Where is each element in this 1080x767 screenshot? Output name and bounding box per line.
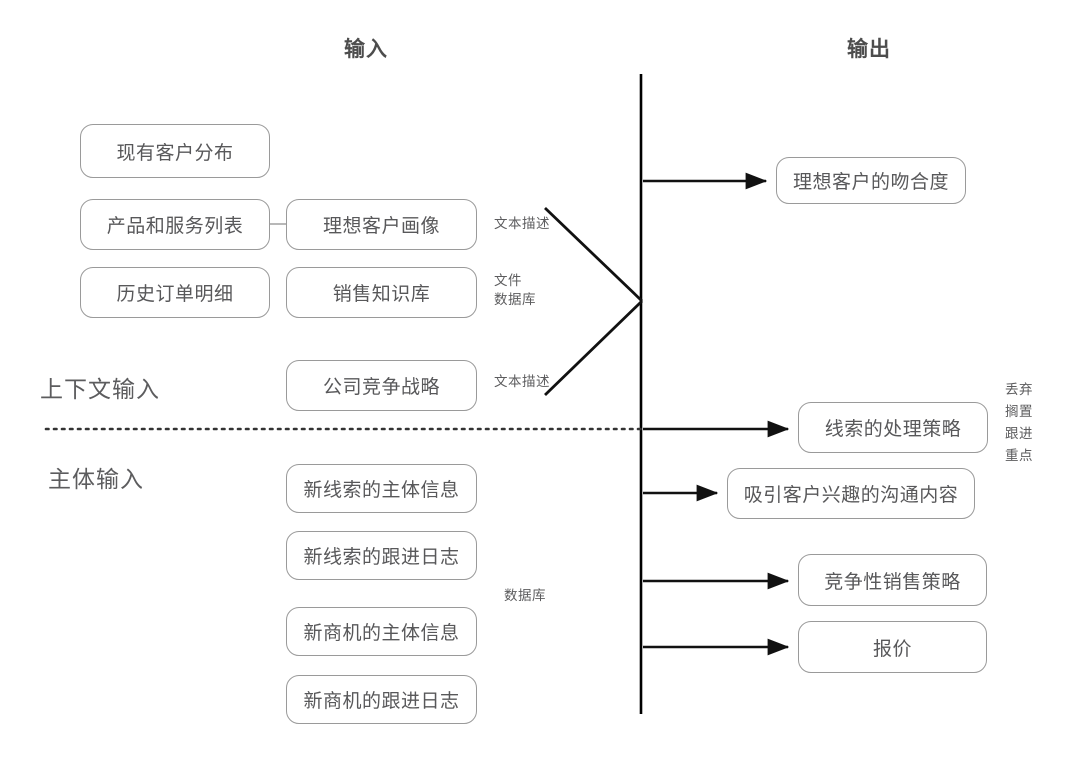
- node-label: 新商机的主体信息: [303, 623, 460, 644]
- input-node-existing-customer-distribution[interactable]: 现有客户分布: [80, 124, 270, 178]
- input-node-company-competitive-strategy[interactable]: 公司竞争战略: [286, 360, 477, 411]
- node-label: 新商机的跟进日志: [303, 691, 460, 712]
- node-label: 线索的处理策略: [824, 419, 962, 440]
- output-note-item-shelve: 搁置: [1005, 404, 1033, 419]
- output-note-stack: 丢弃 搁置 跟进 重点: [1005, 379, 1033, 467]
- node-label: 竞争性销售策略: [824, 571, 961, 593]
- output-node-competitive-sales-strategy[interactable]: 竞争性销售策略: [798, 554, 987, 606]
- subject-node-new-lead-entity-info[interactable]: 新线索的主体信息: [286, 464, 477, 513]
- node-label: 理想客户的吻合度: [792, 172, 949, 193]
- node-label: 吸引客户兴趣的沟通内容: [743, 485, 959, 506]
- node-label: 公司竞争战略: [322, 377, 440, 398]
- output-note-item-priority: 重点: [1005, 448, 1033, 463]
- annotation-text-description-1: 文本描述: [494, 216, 550, 231]
- node-label: 现有客户分布: [116, 142, 234, 164]
- input-node-product-service-list[interactable]: 产品和服务列表: [80, 199, 270, 250]
- annotation-file-database: 文件 数据库: [494, 273, 536, 307]
- column-title-output: 输出: [847, 38, 891, 61]
- output-note-item-discard: 丢弃: [1005, 382, 1033, 397]
- annotation-text-description-2: 文本描述: [494, 374, 550, 389]
- output-note-item-followup: 跟进: [1005, 426, 1033, 441]
- converge-line-top: [544, 206, 643, 303]
- output-node-customer-interest-communication[interactable]: 吸引客户兴趣的沟通内容: [727, 468, 975, 519]
- output-node-lead-handling-strategy[interactable]: 线索的处理策略: [798, 402, 988, 453]
- subject-node-new-opportunity-entity-info[interactable]: 新商机的主体信息: [286, 607, 477, 656]
- node-label: 销售知识库: [332, 284, 431, 305]
- column-title-input: 输入: [344, 38, 388, 61]
- subject-node-new-opportunity-followup-log[interactable]: 新商机的跟进日志: [286, 675, 477, 724]
- annotation-database: 数据库: [504, 588, 546, 603]
- output-node-ideal-customer-fit[interactable]: 理想客户的吻合度: [776, 157, 966, 204]
- input-node-historical-order-details[interactable]: 历史订单明细: [80, 267, 270, 318]
- converge-line-bottom: [544, 299, 643, 397]
- node-label: 历史订单明细: [116, 284, 234, 305]
- node-label: 新线索的主体信息: [303, 480, 460, 501]
- section-label-subject-input: 主体输入: [48, 466, 144, 492]
- input-node-ideal-customer-profile[interactable]: 理想客户画像: [286, 199, 477, 250]
- input-node-sales-knowledge-base[interactable]: 销售知识库: [286, 267, 477, 318]
- subject-node-new-lead-followup-log[interactable]: 新线索的跟进日志: [286, 531, 477, 580]
- node-label: 报价: [872, 638, 912, 660]
- output-node-quotation[interactable]: 报价: [798, 621, 987, 673]
- section-label-context-input: 上下文输入: [40, 376, 160, 402]
- node-label: 产品和服务列表: [106, 216, 244, 237]
- node-label: 理想客户画像: [322, 216, 440, 237]
- node-label: 新线索的跟进日志: [303, 547, 460, 568]
